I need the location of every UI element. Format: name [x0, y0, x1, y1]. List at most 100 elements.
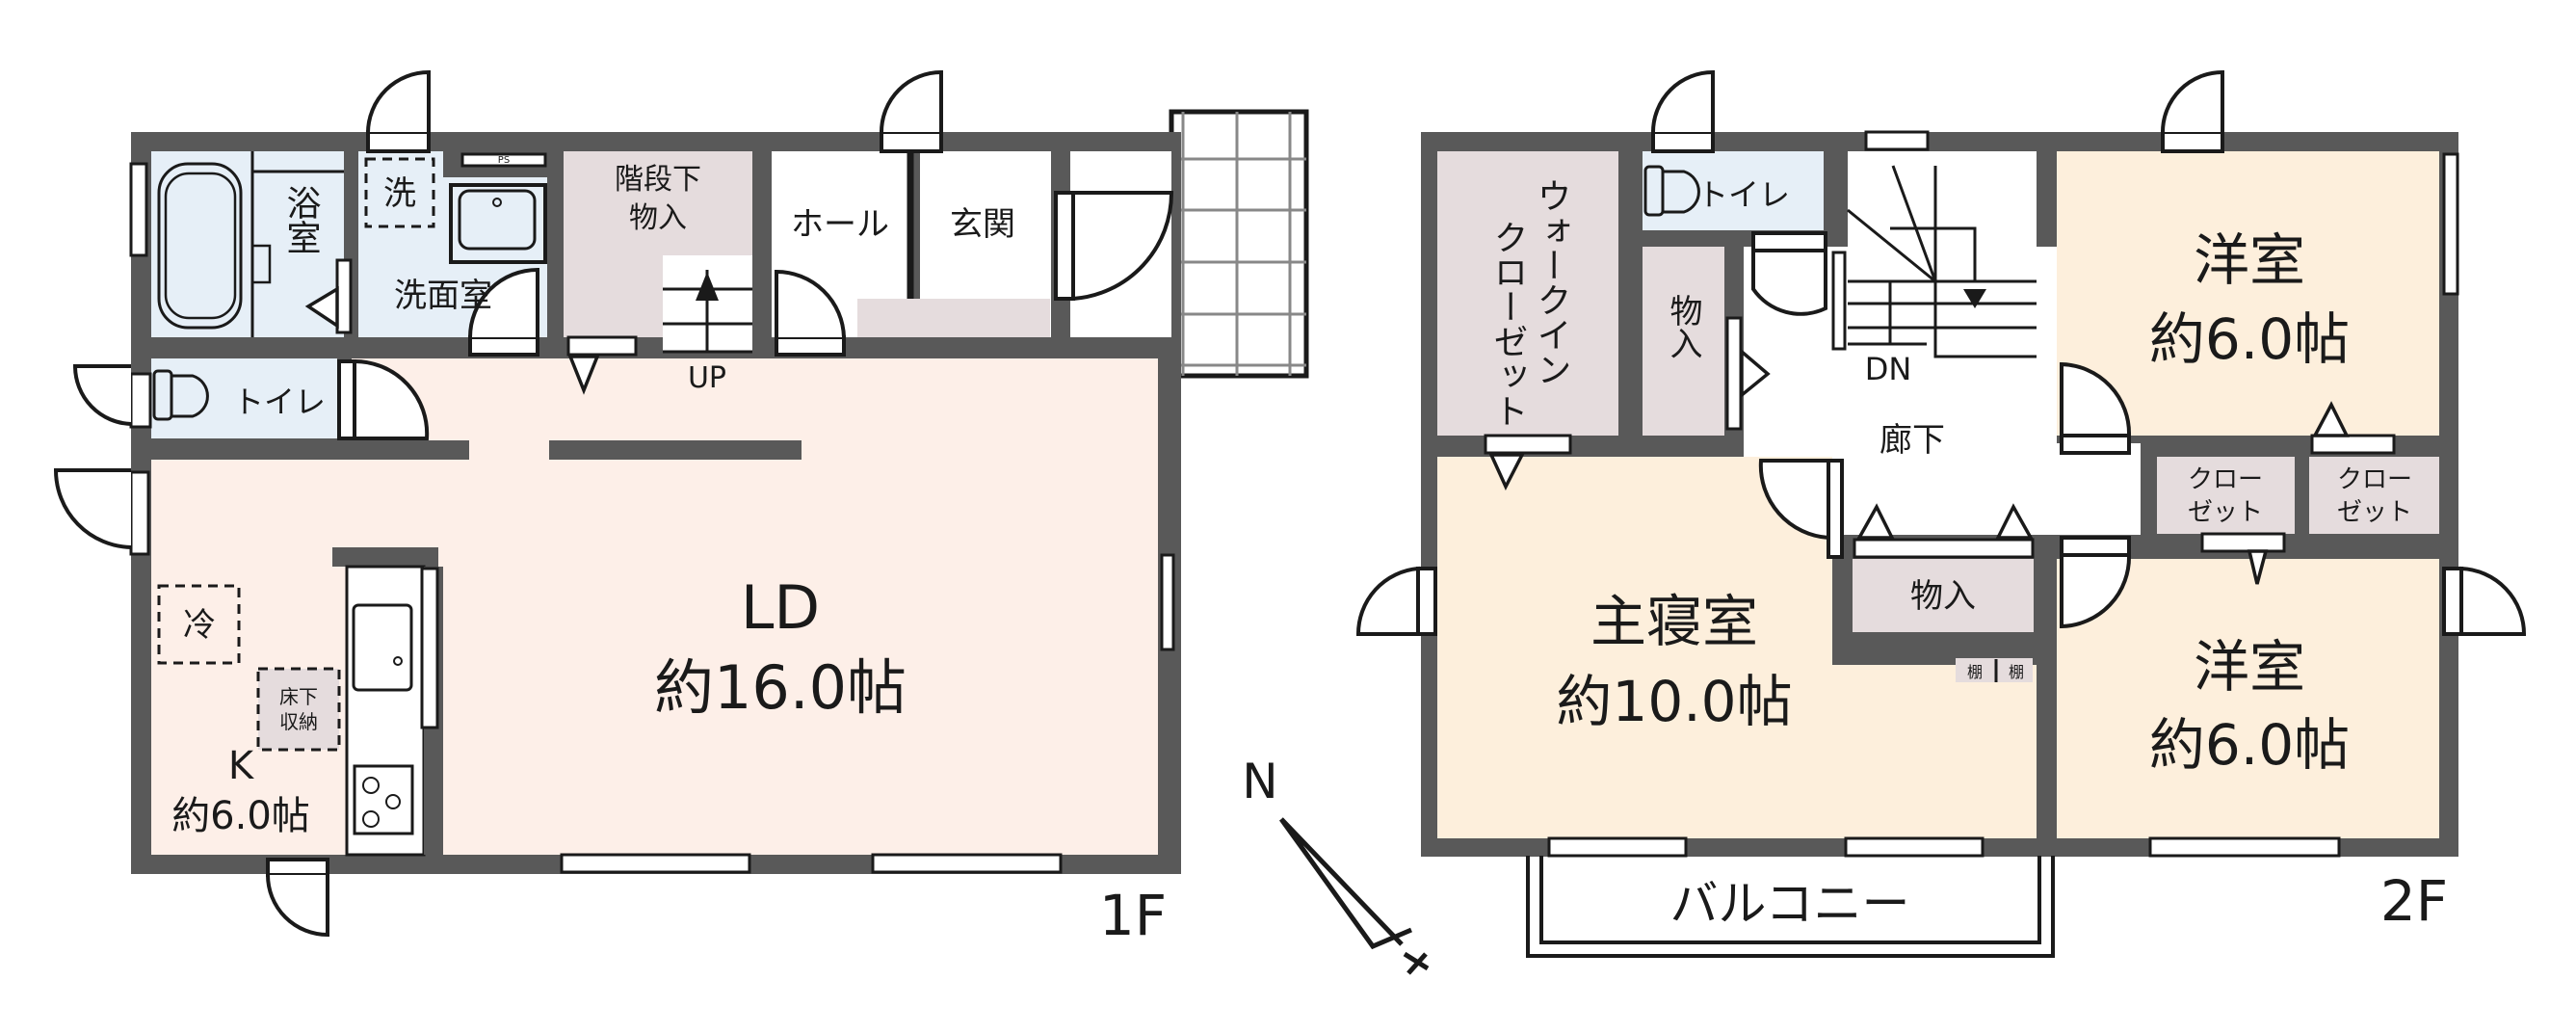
master-window-2 [1844, 836, 1985, 858]
label-toilet-2f: トイレ [1697, 176, 1790, 213]
stairs-up-icon [663, 270, 752, 354]
door-washroom[interactable] [468, 267, 539, 357]
label-western2: 洋室 [2194, 634, 2305, 700]
floor-label-2f: 2F [2380, 868, 2448, 934]
ld-window-1 [560, 853, 751, 874]
floor-2: ウォークイン クローゼット トイレ 物入 DN 廊下 洋室 約6.0帖 クロー … [1355, 69, 2527, 958]
underfloor-storage [256, 667, 341, 752]
toilet-2f-floor [1643, 151, 1824, 230]
stove-icon [353, 764, 414, 835]
label-wic-2: クローゼット [1488, 220, 1528, 428]
door-wic[interactable] [1484, 434, 1572, 491]
door-2f-top-left[interactable] [1651, 69, 1715, 153]
label-closet2-1: クロー [2337, 465, 2412, 494]
door-stair-storage[interactable] [566, 335, 638, 395]
porch-tiles [1169, 109, 1309, 379]
western1-window [2442, 152, 2459, 296]
balcony [1526, 856, 2055, 958]
floor-label-1f: 1F [1099, 883, 1167, 948]
ld-window-2 [871, 853, 1063, 874]
door-master[interactable] [1758, 459, 1844, 559]
door-closet-2[interactable] [2200, 532, 2286, 585]
door-western2-exterior[interactable] [2442, 566, 2527, 636]
door-western1[interactable] [2060, 361, 2132, 455]
label-underfloor-1: 床下 [279, 685, 318, 708]
label-washroom: 洗面室 [394, 277, 492, 315]
door-kitchen-side[interactable] [53, 468, 132, 549]
label-stairs-up: UP [688, 361, 726, 395]
western-room-2-floor [2057, 559, 2439, 838]
door-hall-ld[interactable] [775, 269, 846, 357]
door-kitchen-back[interactable] [266, 858, 329, 938]
walk-in-closet-floor [1437, 151, 1618, 436]
closet-2-floor [2309, 457, 2439, 534]
label-toilet-1f: トイレ [233, 384, 326, 420]
label-storage-small: 物入 [1664, 294, 1702, 359]
label-master: 主寝室 [1590, 589, 1758, 654]
label-ld: LD [741, 572, 820, 643]
ld-window-side [1160, 553, 1175, 651]
label-closet2-2: ゼット [2337, 498, 2412, 527]
stairs-down-icon [1831, 165, 2037, 358]
door-master-exterior[interactable] [1355, 566, 1437, 636]
shoe-cabinet [857, 299, 1050, 337]
kitchen-sink-icon [352, 603, 413, 692]
label-corridor: 廊下 [1879, 421, 1945, 460]
label-master-size: 約10.0帖 [1556, 669, 1792, 734]
door-hall-exterior[interactable] [880, 69, 943, 153]
label-kitchen: K [228, 744, 255, 788]
closet-1-floor [2157, 457, 2295, 534]
door-toilet-1f[interactable] [337, 358, 430, 440]
washer-space [364, 157, 435, 228]
label-washer: 洗 [383, 174, 416, 213]
door-storage-2[interactable] [1853, 503, 2035, 559]
toilet-icon-1f [152, 369, 209, 421]
fridge-space [157, 584, 241, 665]
bathtub-icon [157, 151, 344, 337]
label-kitchen-size: 約6.0帖 [171, 794, 310, 838]
western-room-1-floor [2057, 151, 2439, 436]
washbasin-icon [449, 183, 547, 264]
master-bedroom-floor [1437, 457, 1832, 838]
storage-2-floor [1853, 559, 2034, 632]
label-fridge: 冷 [183, 606, 216, 645]
western2-window [2148, 836, 2341, 858]
compass: N [1242, 754, 1430, 975]
label-hall: ホール [791, 205, 889, 244]
label-stair-storage-1: 階段下 [615, 163, 701, 197]
label-stairs-down: DN [1865, 351, 1912, 387]
ld-floor [151, 458, 1158, 855]
toilet-icon-2f [1643, 165, 1700, 217]
storage-small-floor [1643, 247, 1724, 436]
door-bath-exterior[interactable] [366, 69, 431, 153]
label-stair-storage-2: 物入 [629, 201, 687, 235]
label-bath: 浴室 [281, 185, 321, 254]
label-underfloor-2: 収納 [279, 710, 318, 733]
toilet-1f-floor [151, 358, 337, 438]
door-toilet-2f[interactable] [1751, 231, 1827, 316]
door-closet-1[interactable] [2310, 401, 2396, 455]
label-ps: PS [498, 155, 510, 166]
label-entrance: 玄関 [950, 205, 1015, 244]
door-storage-small[interactable] [1725, 316, 1771, 431]
label-wic-1: ウォークイン [1532, 178, 1571, 386]
label-shelf-2: 棚 [2009, 663, 2024, 681]
label-western1-size: 約6.0帖 [2149, 306, 2350, 372]
compass-north-label: N [1242, 754, 1277, 809]
stair-window [1864, 130, 1930, 151]
label-shelf-1: 棚 [1967, 663, 1983, 681]
label-storage-2: 物入 [1910, 577, 1976, 616]
door-western2[interactable] [2060, 536, 2132, 629]
shelf-area [1956, 658, 2033, 682]
bath-window [129, 162, 148, 257]
door-entrance[interactable] [1054, 191, 1174, 302]
label-western2-size: 約6.0帖 [2149, 712, 2350, 778]
label-closet1-1: クロー [2188, 465, 2263, 494]
door-2f-top-right[interactable] [2161, 69, 2224, 153]
door-toilet-window-exterior [72, 364, 132, 426]
label-balcony: バルコニー [1670, 876, 1910, 932]
floor-1: 浴室 洗 PS 洗面室 階段下 物入 ホール 玄関 トイレ UP LD 約16.… [53, 69, 1309, 948]
label-closet1-2: ゼット [2188, 498, 2263, 527]
label-ld-size: 約16.0帖 [654, 652, 907, 723]
